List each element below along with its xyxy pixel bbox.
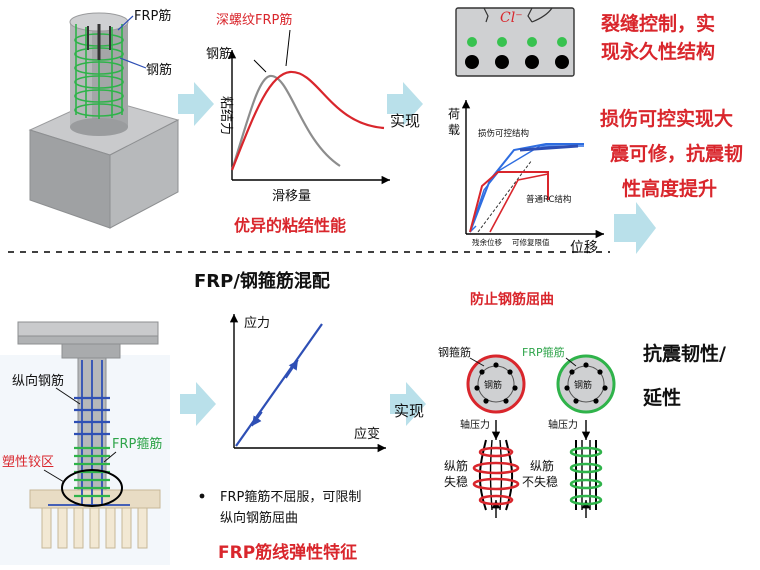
frp-elastic-caption: FRP筋线弹性特征 [218,542,357,563]
frp-stirrup-section: 钢筋 FRP箍筋 [522,345,616,414]
realize-label-1: 实现 [390,112,420,130]
bond-xlabel: 滑移量 [272,189,311,204]
fail-label-1b: 失稳 [444,474,468,489]
result-text-1: 抗震韧性/ [643,342,726,365]
label-longitudinal-steel: 纵向钢筋 [12,373,64,389]
damage-controllable-curve [469,143,584,233]
crack-control-text-2: 现永久性结构 [601,40,715,63]
fail-label-2b: 不失稳 [522,474,558,489]
chloride-ion-label: Cl⁻ [500,10,523,26]
load-ylabel-1: 荷 [448,107,460,121]
buckled-bars: 轴压力 纵筋 失稳 [444,418,520,518]
tick-repairable-limit: 可修复限值 [512,237,550,247]
label-steel-curve: 钢筋 [206,46,232,62]
stress-xlabel: 应变 [354,426,380,442]
chloride-section: Cl⁻ [455,7,575,77]
label-deep-thread-frp: 深螺纹FRP筋 [216,12,292,28]
label-damage-controllable: 损伤可控结构 [478,128,529,139]
fail-label-1a: 纵筋 [444,458,468,473]
result-text-2: 延性 [642,386,681,409]
tick-residual-disp: 残余位移 [472,237,502,247]
realize-label-2: 实现 [394,402,424,420]
label-steel-bar: 钢筋 [146,62,172,78]
damage-text-3: 性高度提升 [622,177,717,200]
mix-section-title: FRP/钢箍筋混配 [194,270,330,292]
bridge-pier-illustration: 纵向钢筋 FRP箍筋 塑性铰区 [0,321,170,565]
axial-label-1: 轴压力 [460,418,490,431]
axial-label-2: 轴压力 [548,418,578,431]
label-ordinary-rc: 普通RC结构 [526,194,571,205]
concrete-section [455,7,575,77]
steel-stirrup-section: 钢筋 钢箍筋 [438,345,526,414]
label-steel-stirrup: 钢箍筋 [438,345,471,359]
steel-bars-section [465,55,569,69]
stress-strain-chart: 应力 应变 [229,314,386,453]
frp-bar-cage [74,24,124,119]
load-xlabel: 位移 [570,240,598,256]
bullet-dot [199,493,205,499]
flow-arrow-3 [614,202,656,254]
damage-text-1: 损伤可控实现大 [600,107,733,130]
frp-bars-section [467,37,567,47]
steel-center-label-2: 钢筋 [574,379,592,391]
flow-arrow-5 [390,382,426,426]
stress-ylabel: 应力 [244,315,270,331]
bond-curve-frp [230,70,385,171]
label-frp-bar: FRP筋 [134,8,171,24]
load-displacement-chart: 荷 载 位移 损伤可控结构 普通RC结构 残余位移 可修复限值 [448,100,604,256]
linear-elastic-line [235,323,323,447]
label-frp-stirrup-pier: FRP箍筋 [112,436,162,452]
bullet-text-2: 纵向钢筋屈曲 [220,510,298,526]
ordinary-rc-curve [469,171,549,233]
steel-stirrups [74,396,110,436]
fail-label-2a: 纵筋 [530,458,554,473]
bond-slip-chart: 深螺纹FRP筋 钢筋 粘结力 滑移量 优异的粘结性能 [206,12,390,235]
load-ylabel-2: 载 [448,123,460,137]
flow-arrow-2 [387,82,423,126]
bond-caption: 优异的粘结性能 [234,216,346,235]
label-frp-stirrup-section: FRP箍筋 [522,345,565,359]
steel-center-label-1: 钢筋 [484,379,502,391]
label-plastic-hinge: 塑性铰区 [2,455,54,470]
bond-ylabel: 粘结力 [218,96,233,135]
prevent-buckling-title: 防止钢筋屈曲 [470,291,554,308]
damage-text-2: 震可修，抗震韧 [610,142,743,165]
bond-curve-steel [230,74,341,171]
stable-bars: 轴压力 纵筋 不失稳 [522,418,603,518]
plastic-hinge-ellipse [61,469,123,507]
flow-arrows [178,82,656,426]
bullet-text-1: FRP箍筋不屈服，可限制 [220,489,361,505]
frp-column-illustration: FRP筋 钢筋 [28,8,180,229]
flow-arrow-1 [178,82,214,126]
crack-control-text-1: 裂缝控制，实 [601,12,715,35]
flow-arrow-4 [180,382,216,426]
